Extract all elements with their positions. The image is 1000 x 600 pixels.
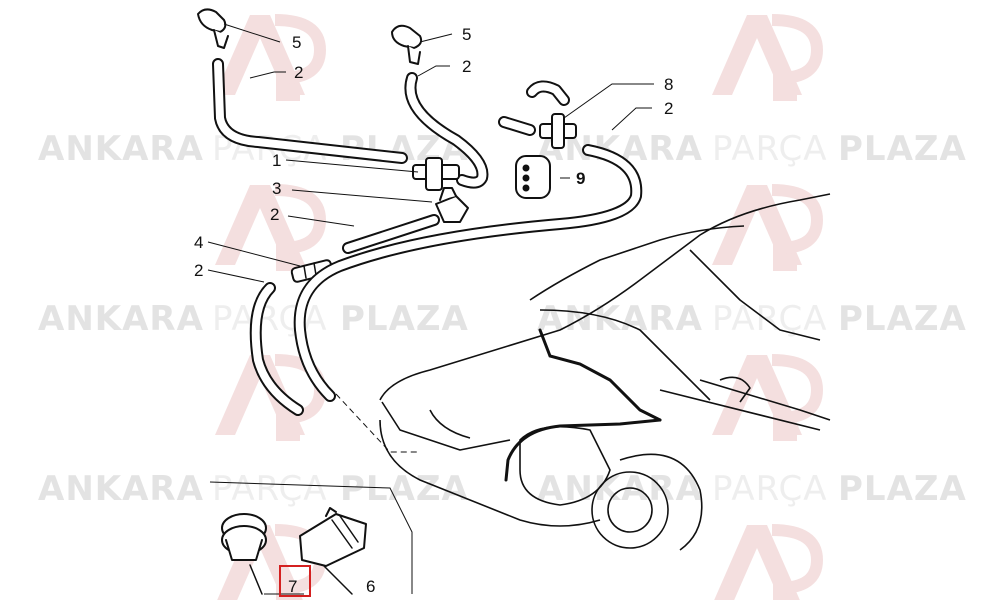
grommet [515,155,551,199]
watermark-brand-a-row2b: ANKARA [537,299,703,339]
car-side-line [699,379,831,421]
callout-2-middle: 2 [270,205,279,224]
leader-2d [287,215,355,227]
watermark-brand-c-row2: PLAZA [340,299,469,339]
highlight-box-7 [279,565,311,597]
washer-jet-left [197,8,229,49]
car-hood-line [379,193,831,401]
callout-2-right: 2 [664,99,673,118]
leader-2a [249,71,286,79]
hose-long-right [293,144,643,402]
callout-1: 1 [272,151,281,170]
watermark-brand-c-row1b: PLAZA [838,129,967,169]
car-headlight-left [381,401,511,451]
watermark-brand-a-row3: ANKARA [38,469,204,509]
hose-layer [197,8,643,595]
callout-7: 7 [288,577,297,596]
watermark-brand-b-row1b: PARÇA [712,129,828,169]
car-front-hub [607,487,653,533]
callout-5-right: 5 [462,25,471,44]
watermark-brand-a-row3b: ANKARA [537,469,703,509]
leader-dashed-to-car [335,393,420,453]
elbow-connector [435,187,469,223]
watermark-logo-low-right [712,354,824,441]
leader-2b [417,65,450,77]
car-windshield-top [529,225,745,301]
callout-6: 6 [366,577,375,596]
watermark-brand-b-row2: PARÇA [212,299,328,339]
t-junction-8 [498,80,577,149]
callout-4: 4 [194,233,203,252]
watermark-logo-top-left [215,14,327,101]
leader-5a [223,23,281,43]
hose-long-left [249,282,304,416]
car-front-wheel [591,471,669,549]
callout-labels: 5 2 5 2 8 2 1 9 3 2 4 2 7 6 [194,25,673,596]
watermark-brand-a-row1: ANKARA [38,129,204,169]
watermark-brand-c-row2b: PLAZA [838,299,967,339]
wiring-loom [504,328,662,482]
callout-2-lower: 2 [194,261,203,280]
pump [221,513,267,595]
leader-8 [563,83,654,119]
watermark-logo-mid-left [215,184,327,271]
leader-main [209,481,413,594]
leader-4 [207,241,301,267]
car-front-wheel-arch [619,453,703,551]
watermark-brand-a-row2: ANKARA [38,299,204,339]
callout-9: 9 [576,169,585,188]
callout-2-right-upper: 2 [462,57,471,76]
watermark-brand-c-row3b: PLAZA [838,469,967,509]
leader-3 [291,189,433,203]
car-front-bumper [379,419,601,527]
car-roof-line [689,249,821,341]
leader-1 [285,159,419,173]
wiring-bracket [299,507,367,595]
watermark-logo-mid-right [712,184,824,271]
hose-right-upper [404,72,489,189]
callout-2-left-upper: 2 [294,63,303,82]
leader-2e [207,269,265,283]
leader-lines [207,23,654,595]
leader-5b [419,33,453,43]
callout-3: 3 [272,179,281,198]
watermark-logo-bottom-right [714,524,824,600]
leader-2c [611,107,652,131]
car-windshield-bottom [539,309,711,401]
watermark-brand-b-row3: PARÇA [212,469,328,509]
car-mirror [719,376,751,403]
car-door-line [659,389,821,431]
watermark-brand-b-row2b: PARÇA [712,299,828,339]
car-illustration [379,193,831,551]
watermark-brand-c-row3: PLAZA [340,469,469,509]
car-grille [429,409,471,439]
hose-middle [342,214,440,254]
washer-jet-right [391,24,423,65]
callout-5-left: 5 [292,33,301,52]
callout-8: 8 [664,75,673,94]
watermark-brand-b-row3b: PARÇA [712,469,828,509]
hose-left-upper [212,58,408,164]
watermark-logo-top-right [712,14,824,101]
